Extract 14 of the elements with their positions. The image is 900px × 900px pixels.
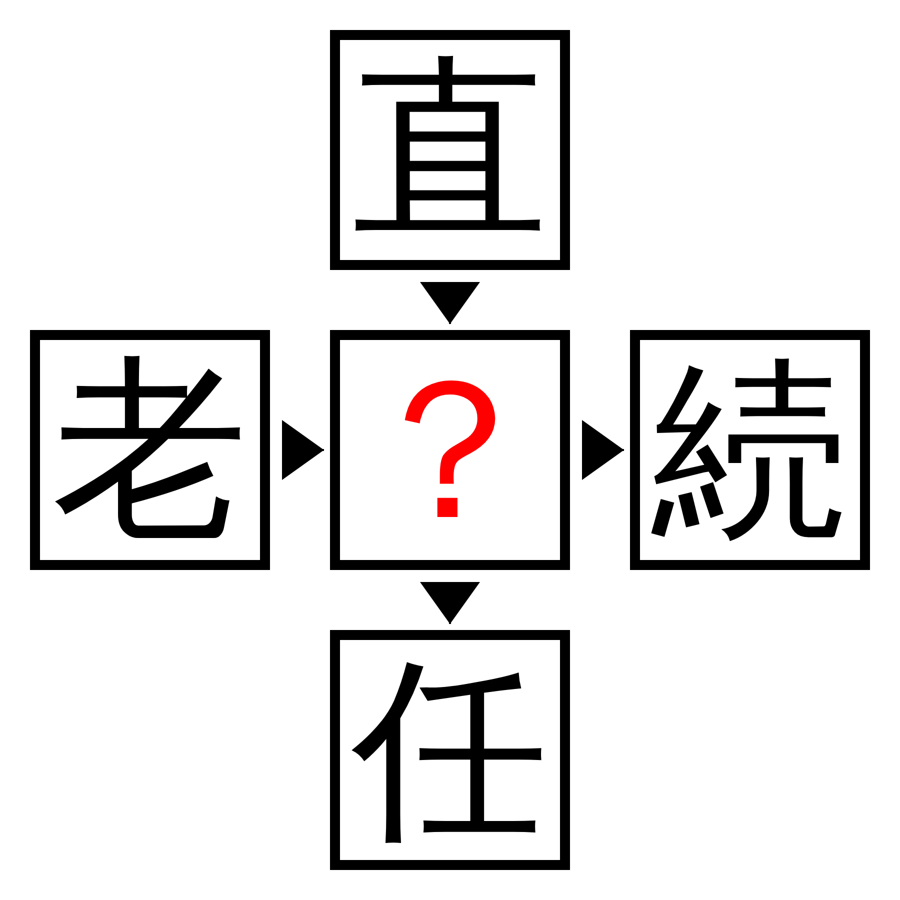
character-box (330, 30, 570, 270)
character-box (630, 330, 870, 570)
arrow (420, 582, 480, 624)
kanji-character: 直 (352, 52, 548, 248)
character-box (30, 330, 270, 570)
kanji-character: 続 (652, 352, 848, 548)
character-box (330, 630, 570, 870)
arrow (420, 282, 480, 324)
kanji-character: 老 (52, 352, 248, 548)
arrow (582, 420, 624, 480)
arrow (282, 420, 324, 480)
character-box (330, 330, 570, 570)
kanji-character: 任 (352, 652, 548, 848)
question-mark: ？ (352, 352, 548, 548)
